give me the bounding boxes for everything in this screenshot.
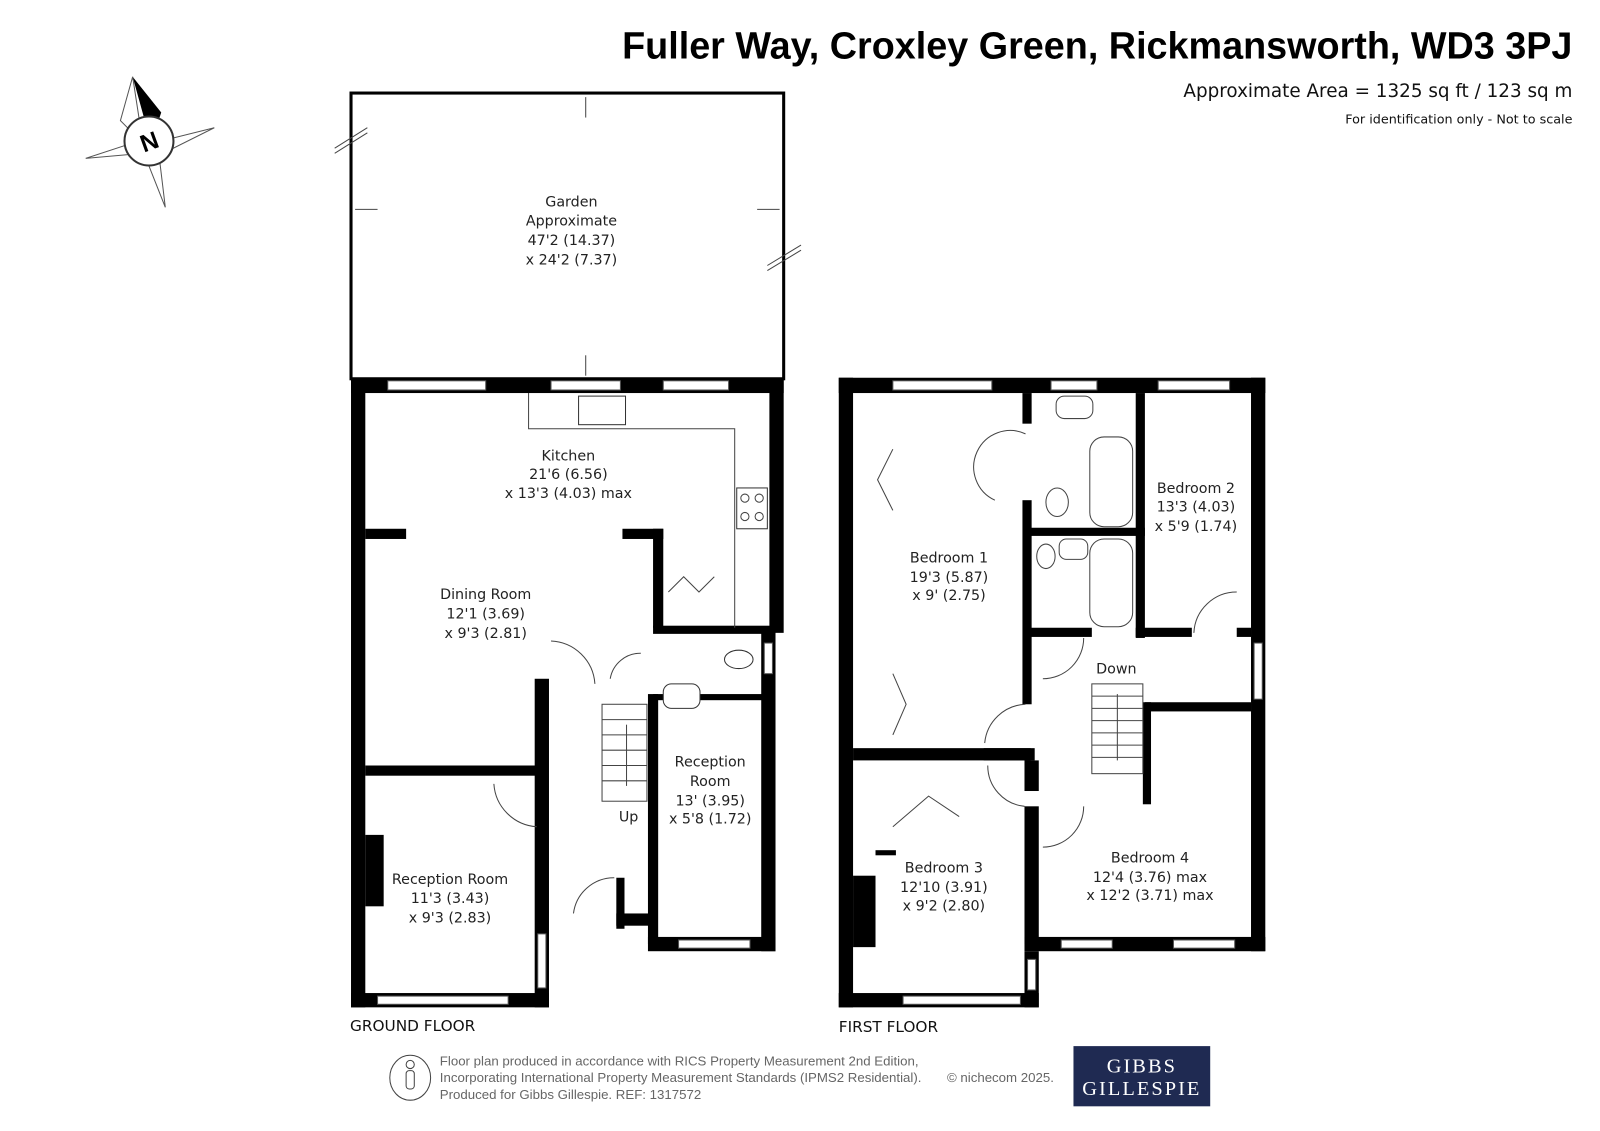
bedroom-3-label: Bedroom 3 12'10 (3.91) x 9'2 (2.80) (900, 861, 988, 915)
approximate-area: Approximate Area = 1325 sq ft / 123 sq m (1183, 81, 1572, 102)
svg-text:Dining Room: Dining Room (440, 587, 531, 603)
dining-room-label: Dining Room 12'1 (3.69) x 9'3 (2.81) (440, 587, 531, 642)
svg-text:x 9' (2.75): x 9' (2.75) (912, 588, 985, 604)
scale-note: For identification only - Not to scale (1345, 113, 1572, 128)
ground-stairs (601, 703, 648, 802)
svg-text:11'3 (3.43): 11'3 (3.43) (411, 891, 490, 907)
footer: Floor plan produced in accordance with R… (389, 1046, 1211, 1107)
bedroom-2-label: Bedroom 2 13'3 (4.03) x 5'9 (1.74) (1155, 481, 1237, 535)
stairs-up-label: Up (619, 810, 639, 826)
hob-icon (736, 487, 768, 530)
svg-text:Reception Room: Reception Room (392, 872, 508, 888)
svg-text:Room: Room (690, 774, 731, 790)
svg-text:12'10 (3.91): 12'10 (3.91) (900, 880, 988, 896)
svg-text:47'2 (14.37): 47'2 (14.37) (528, 233, 616, 249)
svg-text:x 24'2 (7.37): x 24'2 (7.37) (526, 252, 618, 268)
doors (493, 448, 894, 914)
svg-text:Garden: Garden (545, 194, 597, 210)
person-icon (389, 1054, 432, 1101)
first-floor-plan: Bedroom 1 19'3 (5.87) x 9' (2.75) Bedroo… (838, 377, 1266, 1036)
svg-text:Bedroom 2: Bedroom 2 (1157, 481, 1235, 497)
footer-line-2: Incorporating International Property Mea… (440, 1070, 922, 1085)
bedroom-4-label: Bedroom 4 12'4 (3.76) max x 12'2 (3.71) … (1086, 850, 1213, 904)
svg-text:Bedroom 4: Bedroom 4 (1111, 850, 1189, 866)
reception-room-1-label: Reception Room 11'3 (3.43) x 9'3 (2.83) (392, 872, 508, 927)
svg-text:21'6 (6.56): 21'6 (6.56) (529, 467, 608, 483)
svg-text:19'3 (5.87): 19'3 (5.87) (910, 570, 989, 586)
copyright: © nichecom 2025. (947, 1070, 1054, 1085)
ground-floor-label: GROUND FLOOR (350, 1017, 476, 1035)
kitchen-label: Kitchen 21'6 (6.56) x 13'3 (4.03) max (505, 448, 632, 502)
svg-text:x 13'3 (4.03) max: x 13'3 (4.03) max (505, 486, 632, 502)
svg-text:12'1 (3.69): 12'1 (3.69) (446, 607, 525, 623)
svg-text:Approximate: Approximate (526, 214, 617, 230)
garden-label: Garden Approximate 47'2 (14.37) x 24'2 (… (526, 194, 618, 268)
compass-icon: N (85, 76, 215, 208)
svg-text:x 9'2 (2.80): x 9'2 (2.80) (903, 898, 985, 914)
sink-icon (578, 395, 627, 426)
footer-line-3: Produced for Gibbs Gillespie. REF: 13175… (440, 1087, 701, 1102)
stairs-down-label: Down (1096, 662, 1136, 678)
svg-text:Reception: Reception (675, 755, 746, 771)
ground-floor-plan: Garden Approximate 47'2 (14.37) x 24'2 (… (334, 91, 894, 1035)
svg-text:12'4 (3.76) max: 12'4 (3.76) max (1093, 870, 1207, 886)
svg-text:x 5'9 (1.74): x 5'9 (1.74) (1155, 519, 1237, 535)
svg-text:GIBBS: GIBBS (1107, 1056, 1177, 1078)
toilet-icon (723, 649, 754, 670)
reception-room-2-label: Reception Room 13' (3.95) x 5'8 (1.72) (669, 755, 751, 828)
svg-text:Bedroom 3: Bedroom 3 (905, 861, 983, 877)
bathroom-fixtures (892, 395, 1237, 848)
bedroom-1-label: Bedroom 1 19'3 (5.87) x 9' (2.75) (910, 550, 989, 604)
svg-text:x 9'3 (2.83): x 9'3 (2.83) (409, 911, 491, 927)
svg-text:x 12'2 (3.71) max: x 12'2 (3.71) max (1086, 888, 1213, 904)
svg-text:x 5'8 (1.72): x 5'8 (1.72) (669, 812, 751, 828)
garden-dimension-arrows (334, 97, 802, 376)
svg-text:13' (3.95): 13' (3.95) (675, 793, 745, 809)
svg-text:Kitchen: Kitchen (542, 448, 596, 464)
svg-text:Bedroom 1: Bedroom 1 (910, 550, 988, 566)
svg-text:x 9'3 (2.81): x 9'3 (2.81) (444, 626, 526, 642)
gibbs-gillespie-logo: GIBBS GILLESPIE (1073, 1046, 1211, 1107)
footer-line-1: Floor plan produced in accordance with R… (440, 1054, 919, 1069)
basin-icon (662, 683, 701, 709)
first-floor-label: FIRST FLOOR (839, 1018, 939, 1036)
property-title: Fuller Way, Croxley Green, Rickmansworth… (622, 24, 1572, 66)
svg-text:GILLESPIE: GILLESPIE (1082, 1078, 1201, 1100)
svg-text:13'3 (4.03): 13'3 (4.03) (1157, 499, 1236, 515)
first-floor-stairs (1091, 683, 1144, 775)
